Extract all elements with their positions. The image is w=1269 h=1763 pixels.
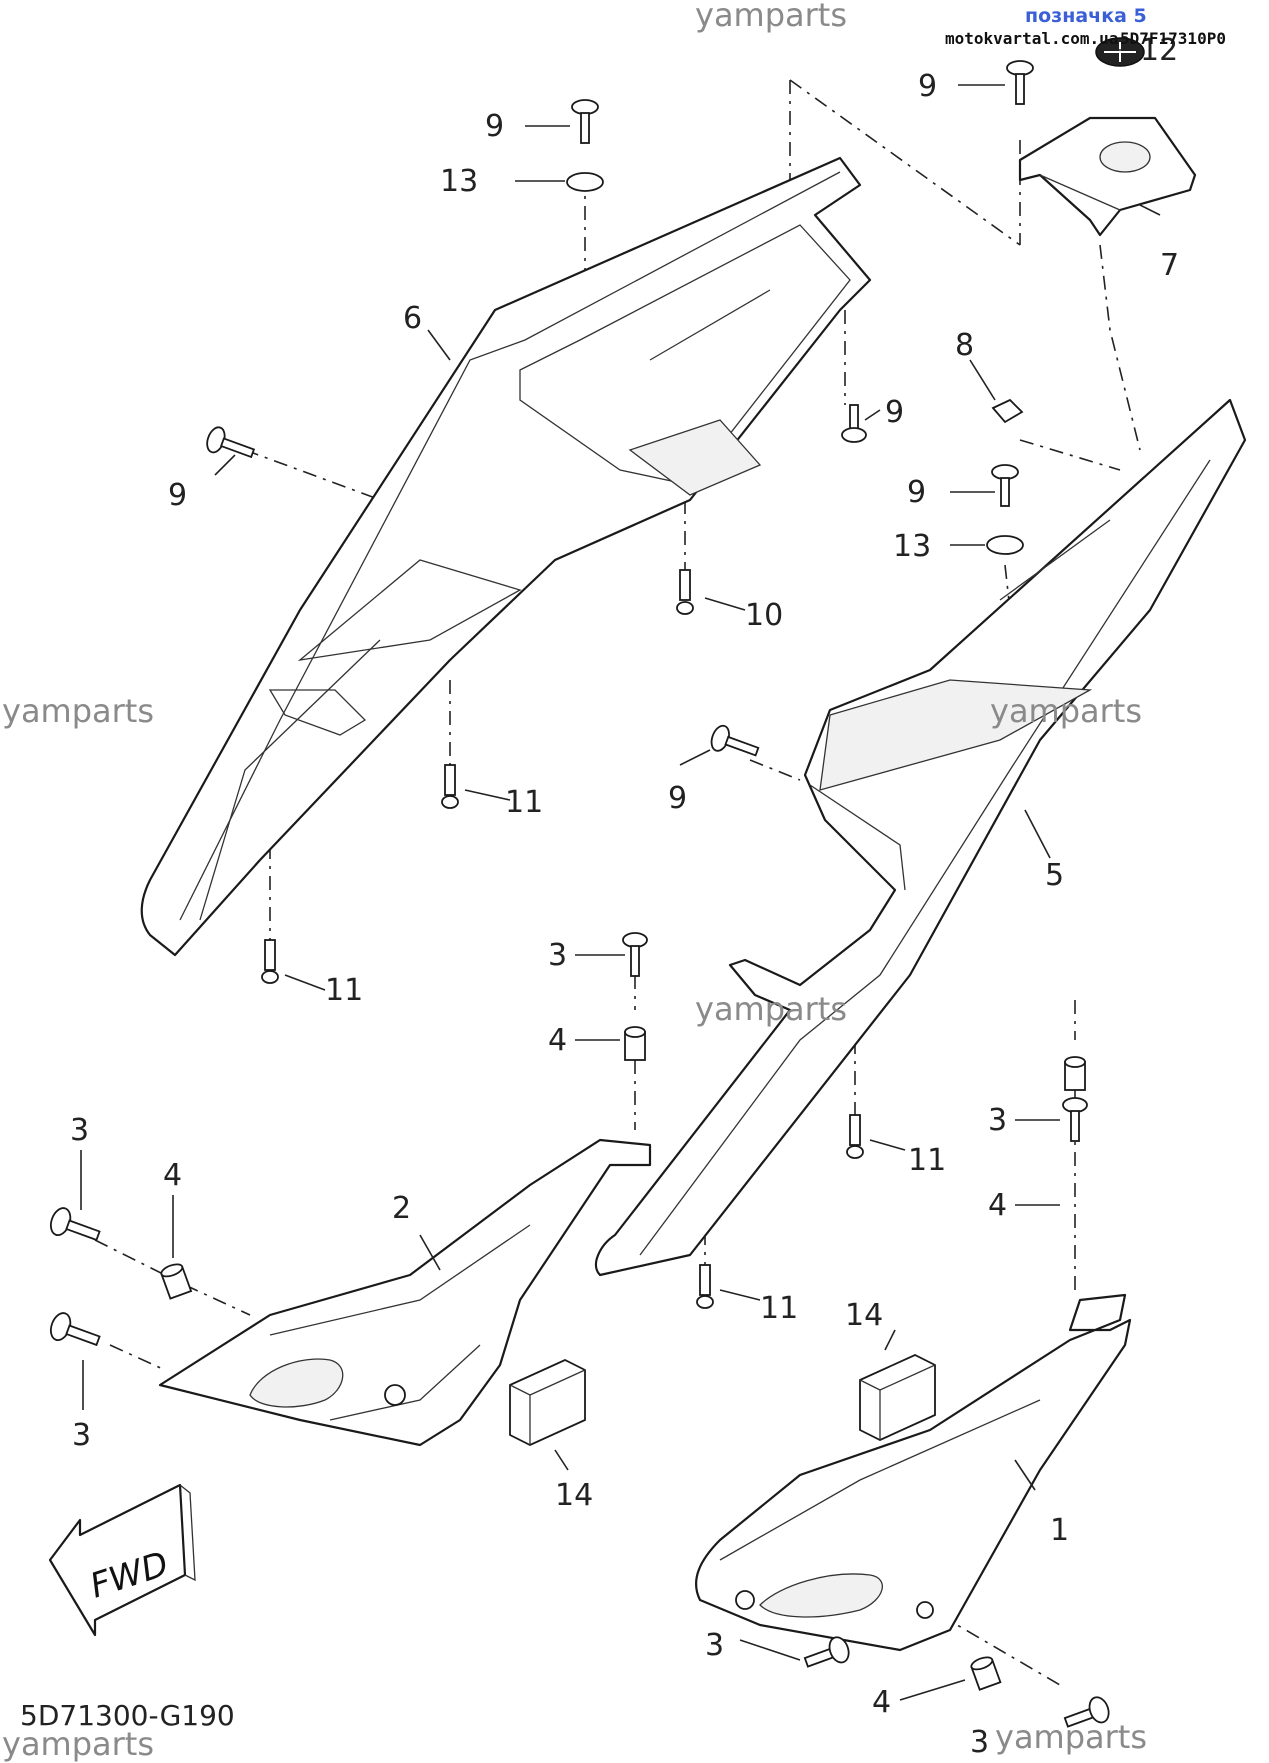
callout-3-right: 3 <box>988 1103 1007 1138</box>
callout-10: 10 <box>745 598 783 633</box>
callout-5: 5 <box>1045 858 1064 893</box>
part-5-side-cover <box>594 398 1247 1277</box>
watermark-right: yamparts <box>990 692 1142 730</box>
callout-14-left: 14 <box>555 1478 593 1513</box>
collar-4-left <box>160 1263 193 1300</box>
callout-3-bottom-center: 3 <box>705 1628 724 1663</box>
collar-4-bottom <box>970 1656 1002 1691</box>
callout-8: 8 <box>955 328 974 363</box>
callout-13-right: 13 <box>893 529 931 564</box>
callout-11-b: 11 <box>325 973 363 1008</box>
callout-9-left: 9 <box>168 478 187 513</box>
pin-11-d <box>696 1264 714 1309</box>
callout-9-center: 9 <box>668 781 687 816</box>
callout-11-a: 11 <box>505 785 543 820</box>
callout-12: 12 <box>1140 33 1178 68</box>
screw-9-top-left <box>571 99 599 144</box>
callout-14-right: 14 <box>845 1298 883 1333</box>
callout-11-d: 11 <box>760 1291 798 1326</box>
screw-3-center <box>622 932 648 977</box>
pin-11-a <box>441 764 459 809</box>
collar-4-right <box>1064 1056 1086 1091</box>
watermark-bottom-left: yamparts <box>2 1725 154 1763</box>
screw-3-bottom-center <box>803 1636 850 1668</box>
watermark-left: yamparts <box>2 692 154 730</box>
leader-lines <box>80 49 1161 1701</box>
callout-labels: 1 2 3 3 3 3 3 3 4 4 4 4 5 6 7 8 9 9 9 9 … <box>70 33 1179 1760</box>
callout-3-center: 3 <box>548 938 567 973</box>
screw-9-top-right <box>1006 60 1034 105</box>
screw-3-left-lower <box>49 1312 101 1347</box>
part-12-emblem <box>1095 37 1145 67</box>
callout-1: 1 <box>1050 1513 1069 1548</box>
callout-4-bottom: 4 <box>872 1685 891 1720</box>
screw-3-right <box>1062 1097 1088 1142</box>
callout-4-right: 4 <box>988 1188 1007 1223</box>
watermark-bottom-right: yamparts <box>995 1718 1147 1756</box>
watermark-top: yamparts <box>695 0 847 34</box>
part-2-side-cover <box>158 1138 652 1447</box>
watermark-center: yamparts <box>695 990 847 1028</box>
part-1-side-cover <box>695 1293 1132 1652</box>
callout-6: 6 <box>403 301 422 336</box>
callout-3-left-bottom: 3 <box>72 1418 91 1453</box>
washer-13-left <box>566 172 604 192</box>
screw-3-bottom-right <box>1063 1696 1110 1728</box>
watermarks: yamparts yamparts yamparts yamparts yamp… <box>2 0 1147 1763</box>
part-8-nut <box>991 398 1024 424</box>
header-label: позначка 5 <box>1025 5 1147 27</box>
callout-11-c: 11 <box>908 1143 946 1178</box>
fwd-arrow: FWD <box>48 1483 196 1637</box>
header-site: motokvartal.com.ua <box>945 29 1118 48</box>
screw-3-left-upper <box>49 1207 101 1242</box>
washer-13-right <box>986 535 1024 555</box>
pin-11-c <box>846 1114 864 1159</box>
screw-9-center <box>710 724 760 757</box>
callout-4-left: 4 <box>163 1158 182 1193</box>
hardware <box>49 60 1110 1728</box>
diagram-code: 5D71300-G190 <box>20 1699 235 1732</box>
header-overlay: позначка 5 motokvartal.com.ua 5D7F17310P… <box>945 5 1226 48</box>
part-7-bracket <box>1018 116 1197 237</box>
pin-11-b <box>261 939 279 984</box>
header-code-overlay: 5D7F17310P0 <box>1120 29 1226 48</box>
callout-9-mid: 9 <box>885 395 904 430</box>
callout-9-top-left: 9 <box>485 109 504 144</box>
screw-9-mid <box>841 404 867 443</box>
part-14-block-right <box>859 1354 936 1441</box>
screw-9-right-mid <box>991 464 1019 507</box>
pin-10 <box>676 569 694 615</box>
callout-3-bottom-right: 3 <box>970 1725 989 1760</box>
callout-13-left: 13 <box>440 164 478 199</box>
screw-9-left <box>206 426 256 459</box>
callout-9-top-right: 9 <box>918 69 937 104</box>
part-6-rear-side-cover <box>140 156 872 957</box>
callout-4-center: 4 <box>548 1023 567 1058</box>
callout-9-right: 9 <box>907 475 926 510</box>
collar-4-center <box>624 1026 646 1061</box>
callout-3-left-top: 3 <box>70 1113 89 1148</box>
part-14-block-left <box>509 1359 586 1446</box>
callout-2: 2 <box>392 1191 411 1226</box>
callout-7: 7 <box>1160 248 1179 283</box>
